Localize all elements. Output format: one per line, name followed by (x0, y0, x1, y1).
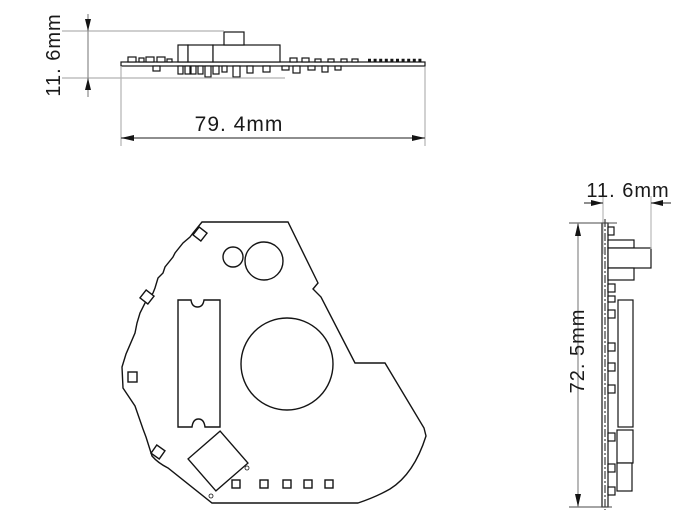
bottom-square-pads (231, 479, 334, 489)
arrowhead (651, 200, 663, 206)
arrowhead (412, 135, 425, 141)
top-profile-components-below (152, 65, 342, 78)
dim-top-width: 79. 4mm (120, 66, 426, 146)
dim-side-height: 72. 5mm (567, 222, 617, 508)
tall-component-side (617, 299, 634, 428)
connector-body-mid (187, 44, 214, 63)
edge-square-pads (127, 225, 209, 460)
side-profile-components (607, 226, 652, 496)
dimension-label-top-width: 79. 4mm (195, 113, 284, 136)
rotated-square-cutout (187, 430, 249, 492)
arrowhead (85, 78, 91, 90)
connector-body-right (212, 44, 281, 63)
dimension-label-top-height: 11. 6mm (43, 13, 65, 96)
corner-mark (244, 465, 250, 471)
connector-body-left (177, 44, 189, 63)
arrowhead (121, 135, 134, 141)
small-hole (222, 246, 244, 268)
top-profile-view (120, 31, 426, 78)
dim-side-width: 11. 6mm (584, 180, 671, 254)
large-circular-cutout (240, 317, 334, 411)
arrowhead (591, 200, 603, 206)
edge-square-pad (127, 371, 138, 383)
arrowhead (85, 19, 91, 31)
medium-hole (244, 241, 284, 281)
dimension-label-side-height: 72. 5mm (567, 309, 589, 394)
tall-rectangle-slot (177, 299, 221, 428)
dim-top-height: 11. 6mm (43, 13, 285, 97)
connector-block-side (607, 247, 652, 269)
arrowhead (575, 223, 581, 236)
side-profile-view (601, 219, 652, 510)
dimension-label-side-width: 11. 6mm (586, 180, 669, 202)
arrowhead (575, 494, 581, 507)
corner-mark (208, 493, 214, 499)
top-profile-components-above (127, 31, 424, 63)
front-view (121, 221, 427, 504)
connector-top-block (223, 31, 245, 46)
